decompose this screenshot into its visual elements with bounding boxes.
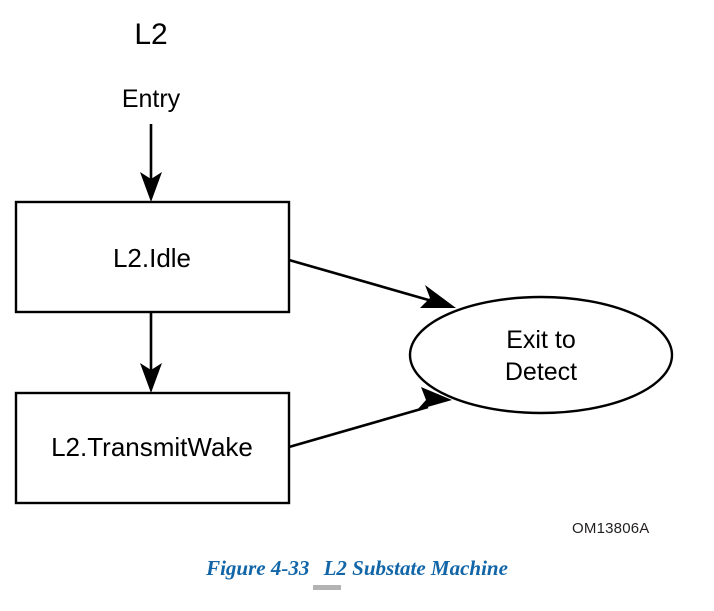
edge-entry-to-idle-arrowhead	[140, 172, 162, 202]
edge-idle-to-transmitwake-arrowhead	[140, 363, 162, 393]
om-reference-code: OM13806A	[572, 520, 649, 537]
group-label-l2: L2	[134, 18, 167, 51]
figure-caption-title: L2 Substate Machine	[323, 556, 508, 580]
edge-idle-to-exit-line	[288, 258, 433, 303]
state-node-l2-transmitwake-rect	[14, 391, 291, 505]
edge-entry-to-idle	[140, 124, 162, 202]
edge-idle-to-transmitwake	[140, 312, 162, 393]
caption-underline-mark	[313, 585, 341, 590]
edge-idle-to-exit	[288, 258, 456, 308]
state-node-l2-transmitwake-label: L2.TransmitWake	[51, 432, 253, 462]
edge-transmitwake-to-exit-arrowhead	[417, 387, 452, 410]
edge-transmitwake-to-exit-line	[288, 405, 429, 449]
state-node-l2-transmitwake[interactable]: L2.TransmitWake	[14, 391, 291, 505]
edge-idle-to-exit-arrowhead	[420, 285, 456, 308]
edge-transmitwake-to-exit	[288, 387, 452, 449]
state-node-l2-idle-rect	[14, 200, 291, 314]
state-node-exit-to-detect-label-line1: Exit to	[506, 326, 575, 354]
state-node-exit-to-detect[interactable]: Exit to Detect	[408, 295, 674, 415]
figure-caption-number: 4-33	[270, 556, 310, 580]
state-node-exit-to-detect-ellipse	[408, 295, 674, 415]
state-node-exit-to-detect-label-line2: Detect	[505, 358, 577, 386]
state-node-l2-idle-label: L2.Idle	[113, 243, 191, 273]
figure-caption-prefix: Figure	[206, 556, 266, 580]
entry-label: Entry	[122, 85, 181, 113]
figure-caption: Figure 4-33 L2 Substate Machine	[0, 556, 714, 581]
state-node-l2-idle[interactable]: L2.Idle	[14, 200, 291, 314]
